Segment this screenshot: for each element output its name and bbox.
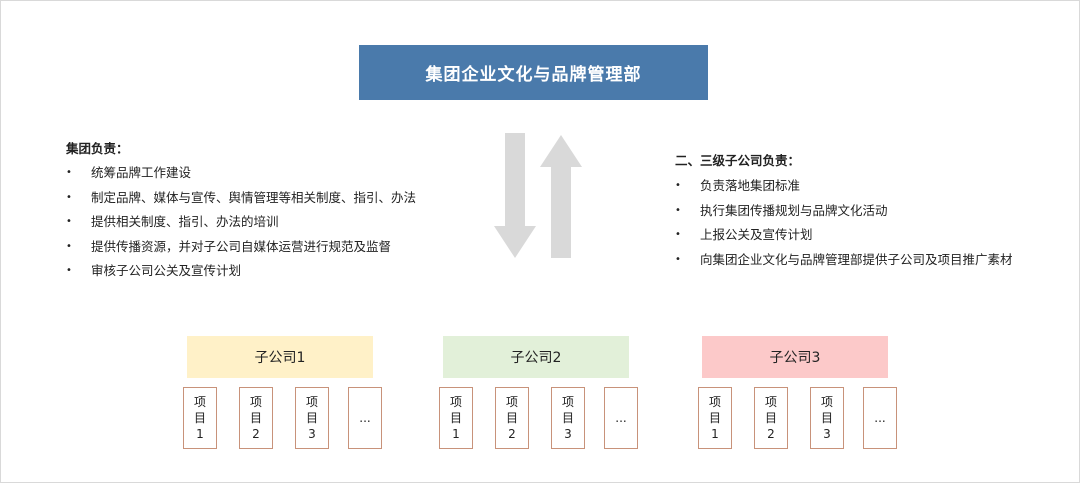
project-char: 项 xyxy=(505,395,518,409)
project-char: 目 xyxy=(305,411,318,425)
subsidiary-label: 子公司2 xyxy=(510,350,562,366)
project-number: 1 xyxy=(452,427,460,441)
project-char: 项 xyxy=(561,395,574,409)
project-box: 项目 1 xyxy=(439,387,473,449)
department-box: 集团企业文化与品牌管理部 xyxy=(359,45,708,100)
project-number: 3 xyxy=(823,427,831,441)
subsidiary-label: 子公司3 xyxy=(769,350,821,366)
project-char: 目 xyxy=(193,411,206,425)
project-char: 项 xyxy=(708,395,721,409)
group-responsibilities: 集团负责： 统筹品牌工作建设 制定品牌、媒体与宣传、舆情管理等相关制度、指引、办… xyxy=(66,138,416,284)
list-item: 上报公关及宣传计划 xyxy=(675,223,1013,248)
project-number: 1 xyxy=(196,427,204,441)
project-number: 2 xyxy=(252,427,260,441)
project-number: 2 xyxy=(767,427,775,441)
project-box: 项目 2 xyxy=(495,387,529,449)
project-number: 3 xyxy=(564,427,572,441)
group-resp-list: 统筹品牌工作建设 制定品牌、媒体与宣传、舆情管理等相关制度、指引、办法 提供相关… xyxy=(66,161,416,284)
list-item: 负责落地集团标准 xyxy=(675,174,1013,199)
project-more-box: ... xyxy=(863,387,897,449)
project-char: 项 xyxy=(249,395,262,409)
project-char: 项 xyxy=(764,395,777,409)
project-box: 项目 3 xyxy=(810,387,844,449)
project-more-box: ... xyxy=(348,387,382,449)
project-char: 目 xyxy=(561,411,574,425)
project-more-box: ... xyxy=(604,387,638,449)
subsidiary-label: 子公司1 xyxy=(254,350,306,366)
project-box: 项目 3 xyxy=(295,387,329,449)
subsidiary-3-box: 子公司3 xyxy=(702,336,888,378)
bidirectional-arrows-icon xyxy=(494,133,582,258)
list-item: 提供传播资源，并对子公司自媒体运营进行规范及监督 xyxy=(66,235,416,260)
list-item: 制定品牌、媒体与宣传、舆情管理等相关制度、指引、办法 xyxy=(66,186,416,211)
project-char: 目 xyxy=(764,411,777,425)
project-char: 目 xyxy=(249,411,262,425)
subsidiary-responsibilities: 二、三级子公司负责： 负责落地集团标准 执行集团传播规划与品牌文化活动 上报公关… xyxy=(675,150,1013,272)
project-box: 项目 2 xyxy=(754,387,788,449)
project-box: 项目 3 xyxy=(551,387,585,449)
list-item: 审核子公司公关及宣传计划 xyxy=(66,259,416,284)
project-char: 项 xyxy=(305,395,318,409)
department-title: 集团企业文化与品牌管理部 xyxy=(425,65,642,85)
project-number: 1 xyxy=(711,427,719,441)
arrow-down-icon xyxy=(494,133,536,258)
list-item: 统筹品牌工作建设 xyxy=(66,161,416,186)
project-char: 项 xyxy=(449,395,462,409)
subsidiary-1-box: 子公司1 xyxy=(187,336,373,378)
list-item: 提供相关制度、指引、办法的培训 xyxy=(66,210,416,235)
project-char: 目 xyxy=(708,411,721,425)
project-box: 项目 1 xyxy=(698,387,732,449)
sub-resp-title: 二、三级子公司负责： xyxy=(675,153,801,168)
project-box: 项目 1 xyxy=(183,387,217,449)
arrow-up-icon xyxy=(540,135,582,258)
project-char: 项 xyxy=(820,395,833,409)
project-char: 目 xyxy=(449,411,462,425)
project-more: ... xyxy=(359,411,371,425)
project-char: 项 xyxy=(193,395,206,409)
project-char: 目 xyxy=(505,411,518,425)
project-box: 项目 2 xyxy=(239,387,273,449)
project-number: 2 xyxy=(508,427,516,441)
sub-resp-list: 负责落地集团标准 执行集团传播规划与品牌文化活动 上报公关及宣传计划 向集团企业… xyxy=(675,174,1013,272)
project-number: 3 xyxy=(308,427,316,441)
list-item: 向集团企业文化与品牌管理部提供子公司及项目推广素材 xyxy=(675,248,1013,273)
subsidiary-2-box: 子公司2 xyxy=(443,336,629,378)
project-more: ... xyxy=(874,411,886,425)
project-char: 目 xyxy=(820,411,833,425)
project-more: ... xyxy=(615,411,627,425)
list-item: 执行集团传播规划与品牌文化活动 xyxy=(675,199,1013,224)
group-resp-title: 集团负责： xyxy=(66,141,129,156)
